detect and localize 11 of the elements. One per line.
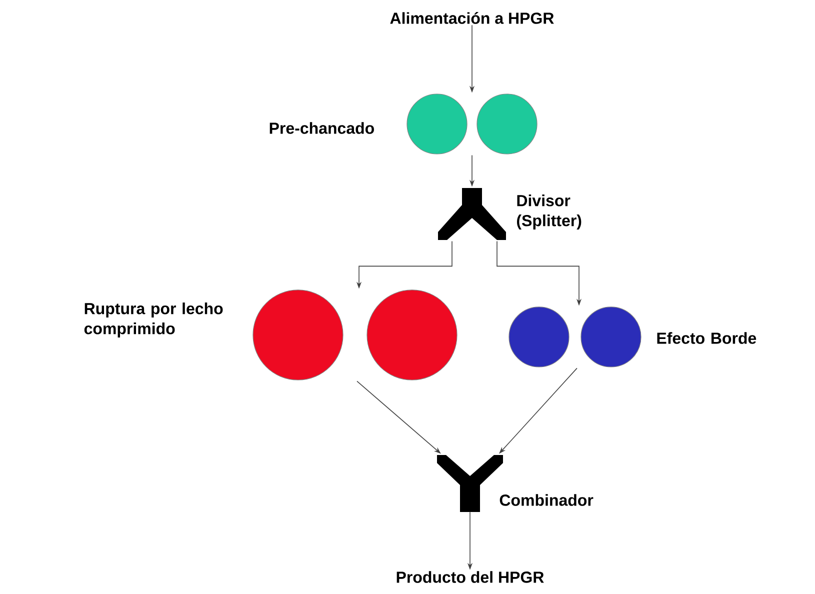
roll-pair [508,306,642,368]
side-label: Ruptura por lecho comprimido [84,302,223,338]
side-label: Efecto Borde [657,332,756,344]
splitter-symbol [438,188,506,240]
roll-pair [406,94,538,154]
side-label: Pre-chancado [270,122,374,134]
terminal-label: Alimentación a HPGR [390,12,554,24]
roll-pair [252,290,458,380]
terminal-label: Producto del HPGR [396,571,544,583]
side-label: Divisor (Splitter) [517,194,582,230]
side-label: Combinador [500,494,594,506]
